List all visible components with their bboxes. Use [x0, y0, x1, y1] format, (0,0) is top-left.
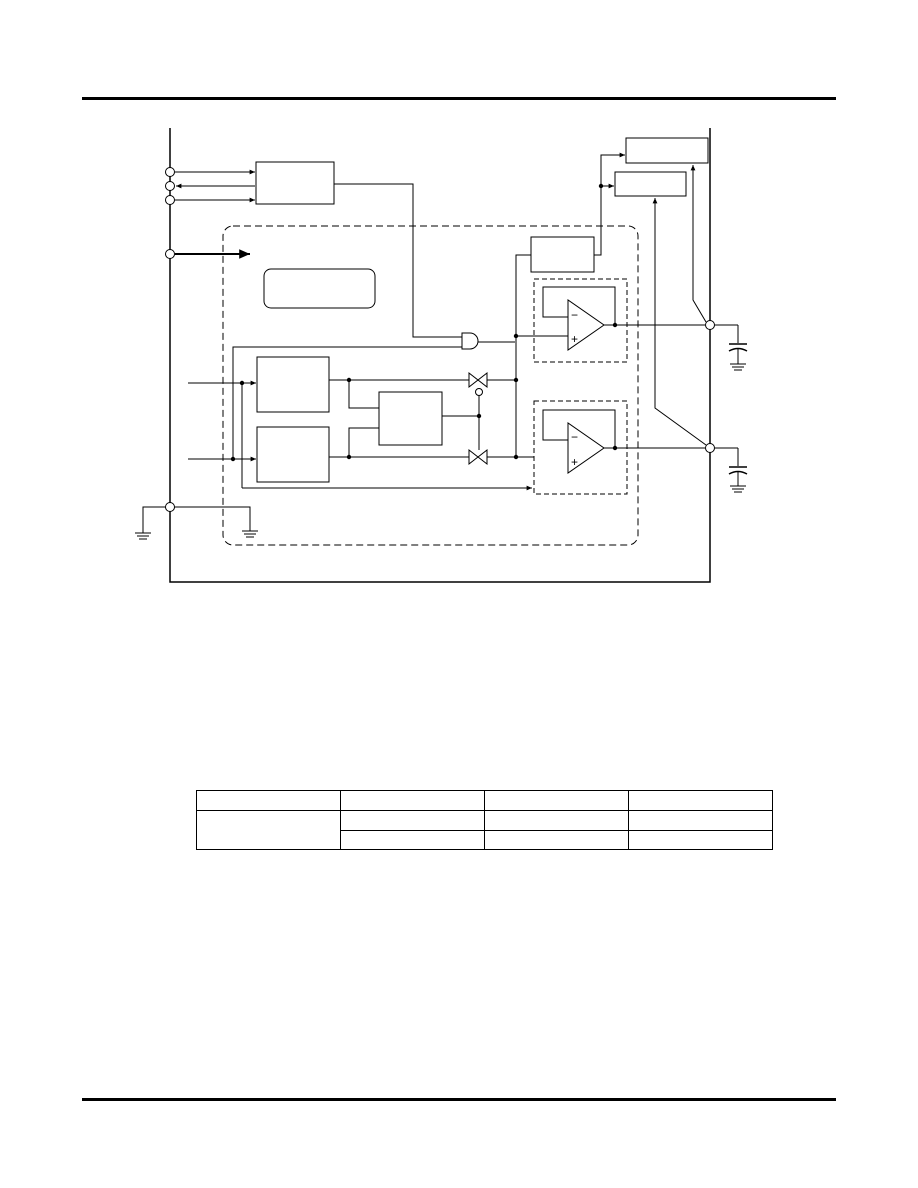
- wire-control-up: [594, 183, 614, 256]
- capacitor-lower: [715, 447, 748, 493]
- block-diagram: − + − +: [135, 128, 748, 583]
- pin-3: [165, 195, 175, 205]
- table-cell: [628, 830, 773, 850]
- footer-rule: [82, 1098, 836, 1101]
- table-cell: [196, 790, 341, 811]
- pin-supply: [165, 249, 175, 259]
- wire-sense-upper: [690, 165, 707, 323]
- ground-internal: [175, 506, 258, 538]
- wire-lower-to-middle: [348, 427, 379, 457]
- switch-upper-bubble: [475, 388, 483, 396]
- chip-outline: [169, 128, 711, 583]
- header-rule: [82, 97, 836, 100]
- middle-block: [378, 391, 443, 446]
- and-gate: [461, 332, 479, 350]
- switch-lower: [468, 448, 488, 466]
- op-amp-upper: [567, 299, 605, 351]
- table-cell: [340, 790, 485, 811]
- table-cell: [628, 810, 773, 831]
- op-amp-lower-minus: −: [571, 430, 578, 444]
- rounded-label-box: [263, 268, 376, 309]
- table-row: [196, 790, 773, 811]
- top-right-block-upper: [625, 137, 709, 164]
- pin-2: [165, 181, 175, 191]
- pin-1: [165, 167, 175, 177]
- table-row: [196, 810, 773, 850]
- wire-sense-lower: [652, 198, 707, 446]
- op-amp-lower: [567, 422, 605, 474]
- ground-external: [135, 506, 165, 540]
- table-cell: [196, 810, 341, 850]
- table-cell: [484, 810, 629, 831]
- pin-out-lower: [705, 443, 715, 453]
- input-block-lower: [256, 426, 330, 483]
- feedback-lower: [542, 409, 616, 448]
- pin-out-upper: [705, 320, 715, 330]
- table-row: [197, 830, 773, 850]
- feedback-upper: [542, 286, 616, 325]
- data-table: [196, 790, 773, 850]
- switch-upper: [468, 371, 488, 389]
- op-amp-upper-minus: −: [571, 308, 578, 322]
- pin-ground: [165, 502, 175, 512]
- wire-control-up2: [600, 152, 625, 186]
- wire-interface-to-gate: [334, 183, 462, 338]
- interface-block: [255, 161, 335, 205]
- op-amp-upper-plus: +: [571, 332, 578, 346]
- control-block: [530, 236, 595, 273]
- capacitor-upper: [715, 324, 748, 371]
- wire-upper-to-middle: [348, 380, 379, 409]
- dashed-region-main: [222, 225, 639, 546]
- table-cell: [340, 830, 485, 850]
- table-cell: [484, 830, 629, 850]
- op-amp-lower-plus: +: [571, 455, 578, 469]
- wire-control-down: [515, 254, 531, 380]
- table-cell: [628, 790, 773, 811]
- input-block-upper: [256, 356, 330, 413]
- table-cell: [340, 810, 485, 831]
- wire-gate-in2: [232, 346, 462, 459]
- table-cell: [484, 790, 629, 811]
- top-right-block-lower: [614, 171, 687, 197]
